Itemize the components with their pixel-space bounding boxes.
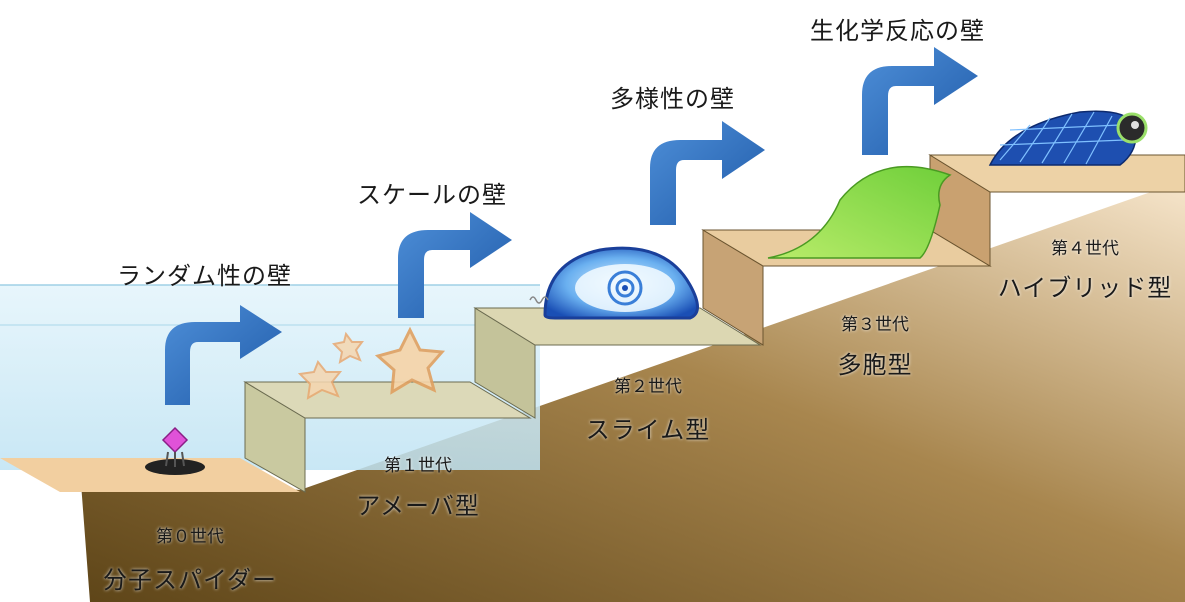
slime-eye-icon xyxy=(529,246,699,320)
stage-2-generation: 第２世代 xyxy=(614,377,682,397)
water-area xyxy=(0,285,540,470)
stage-4-type: ハイブリッド型 xyxy=(997,274,1173,302)
molecular-spider-icon xyxy=(145,426,205,475)
stage-2-type: スライム型 xyxy=(585,416,711,444)
barrier-label-scale: スケールの壁 xyxy=(357,181,507,209)
barrier-arrow-2 xyxy=(650,121,765,225)
step-0-floor xyxy=(0,458,300,492)
stage-1-type: アメーバ型 xyxy=(356,492,480,520)
stage-0-type: 分子スパイダー xyxy=(102,566,278,594)
barrier-label-randomness: ランダム性の壁 xyxy=(117,262,292,290)
barrier-arrow-1 xyxy=(398,212,512,318)
hybrid-robot-icon xyxy=(988,110,1148,166)
stage-3-type: 多胞型 xyxy=(837,351,913,379)
barrier-arrow-0 xyxy=(165,305,282,405)
barrier-label-diversity: 多様性の壁 xyxy=(610,85,735,113)
leaf-blob-icon xyxy=(767,165,952,259)
stage-3-generation: 第３世代 xyxy=(841,315,909,335)
stage-4-generation: 第４世代 xyxy=(1051,239,1119,259)
ground-mass xyxy=(80,180,1185,602)
barrier-label-biochemical: 生化学反応の壁 xyxy=(810,17,985,45)
barrier-arrow-3 xyxy=(862,47,978,155)
amoeba-icon xyxy=(297,326,446,400)
stage-0-generation: 第０世代 xyxy=(156,527,224,547)
stage-1-generation: 第１世代 xyxy=(384,456,452,476)
